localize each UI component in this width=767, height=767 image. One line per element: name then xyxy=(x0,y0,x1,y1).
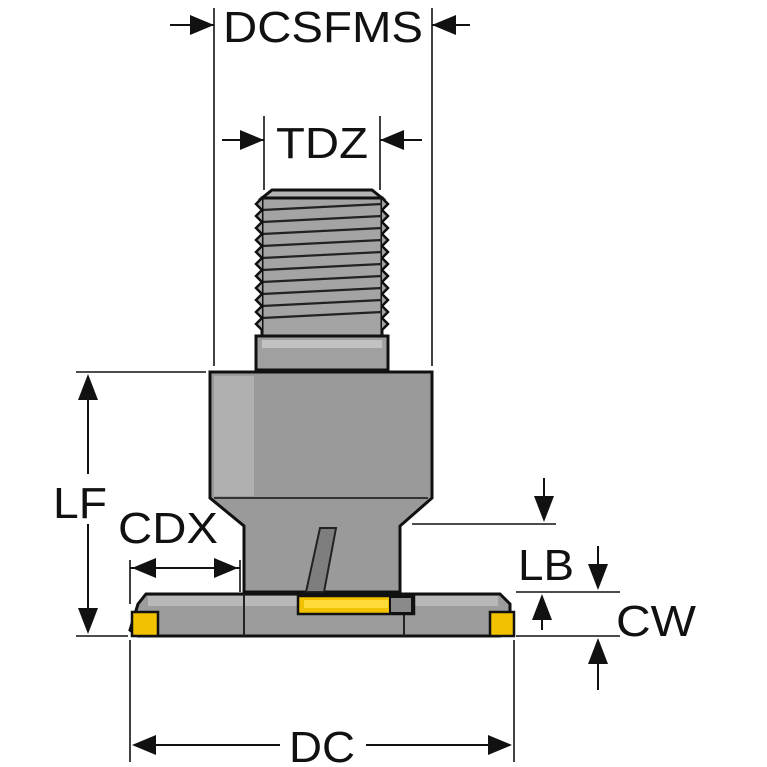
main-body-shade xyxy=(214,376,254,496)
shank-top-chamfer xyxy=(257,188,387,200)
label-lf: LF xyxy=(53,479,107,528)
dc-arrow-right xyxy=(488,735,512,755)
label-cdx: CDX xyxy=(118,504,218,553)
label-tdz: TDZ xyxy=(276,119,368,168)
dcsfms-arrow-left xyxy=(190,15,214,35)
left-insert xyxy=(130,610,160,638)
dimension-cw: CW xyxy=(516,591,697,690)
thread-profile-right xyxy=(380,197,390,331)
cw-arrow-up-lower xyxy=(588,638,608,664)
dimension-dcsfms: DCSFMS xyxy=(170,3,470,366)
tdz-arrow-right xyxy=(380,130,404,150)
lb-arrow-down-lower xyxy=(588,564,608,590)
lf-arrow-bottom xyxy=(78,608,98,634)
label-dc: DC xyxy=(289,723,355,767)
label-cw: CW xyxy=(616,597,697,646)
lf-arrow-top xyxy=(78,374,98,400)
cutter-tool xyxy=(128,188,516,638)
dimension-cdx: CDX xyxy=(118,504,241,604)
label-lb: LB xyxy=(518,541,574,590)
center-insert xyxy=(296,594,416,616)
cw-arrow-up xyxy=(532,594,552,620)
thread-lines xyxy=(261,202,383,320)
cdx-arrow-right xyxy=(214,558,238,578)
main-body xyxy=(208,370,434,594)
dcsfms-arrow-right xyxy=(432,15,456,35)
shank-collar-highlight xyxy=(262,340,382,348)
threaded-shank xyxy=(254,188,390,340)
dimension-lf: LF xyxy=(52,371,206,637)
cdx-arrow-left xyxy=(132,558,156,578)
dimension-tdz: TDZ xyxy=(222,116,422,190)
dimension-lb: LB xyxy=(412,478,608,590)
thread-profile-left xyxy=(254,197,264,331)
dimension-dc: DC xyxy=(129,640,515,767)
label-dcsfms: DCSFMS xyxy=(223,3,423,52)
lb-arrow-down xyxy=(534,496,554,522)
tdz-arrow-left xyxy=(240,130,264,150)
right-insert xyxy=(488,610,516,638)
chip-flute xyxy=(304,527,338,593)
dc-arrow-left xyxy=(132,735,156,755)
